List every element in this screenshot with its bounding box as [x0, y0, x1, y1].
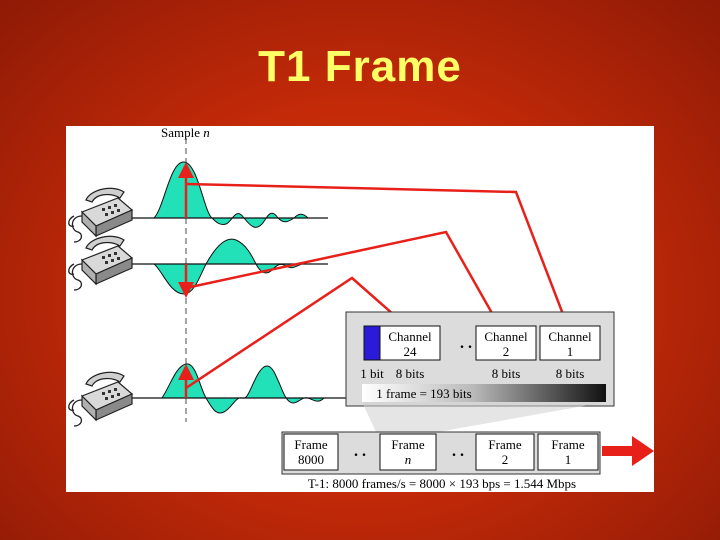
- telephone-icon: [68, 187, 133, 243]
- channel-24-label: Channel: [388, 329, 432, 344]
- channel-24-number: 24: [404, 344, 418, 359]
- frame-1-label: Frame: [551, 437, 584, 452]
- frames-ellipsis-1: . .: [354, 443, 366, 460]
- output-arrow-icon: [602, 436, 654, 466]
- t1-frame-figure: Sample n: [66, 126, 654, 492]
- channel-1-box: [539, 325, 601, 361]
- telephone-icon: [68, 371, 133, 427]
- frame-size-label: 1 frame = 193 bits: [376, 386, 471, 401]
- channel-2-box: [475, 325, 537, 361]
- framing-bit: [363, 325, 381, 361]
- frame-2-box: [475, 433, 535, 471]
- frame-8000-box: [283, 433, 339, 471]
- bit-label-framing: 1 bit: [360, 366, 384, 381]
- channel-2-number: 2: [503, 344, 510, 359]
- waveform-2: [128, 238, 328, 295]
- slide-title: T1 Frame: [258, 42, 462, 91]
- frame-expansion: [362, 402, 606, 432]
- rate-caption: T-1: 8000 frames/s = 8000 × 193 bps = 1.…: [308, 476, 576, 491]
- bit-label-ch2: 8 bits: [492, 366, 521, 381]
- telephone-icon: [68, 235, 133, 291]
- frames-ellipsis-2: . .: [452, 443, 464, 460]
- frame-n-number: n: [405, 452, 412, 467]
- frame-1-box: [537, 433, 599, 471]
- frame-n-box: [379, 433, 437, 471]
- bit-label-ch24: 8 bits: [396, 366, 425, 381]
- channel-1-number: 1: [567, 344, 574, 359]
- frame-8000-label: Frame: [294, 437, 327, 452]
- channel-1-label: Channel: [548, 329, 592, 344]
- sample-label: Sample n: [161, 126, 210, 140]
- sample-arrow-1: [178, 162, 194, 218]
- bit-label-ch1: 8 bits: [556, 366, 585, 381]
- channel-24-box: [379, 325, 441, 361]
- frame-1-number: 1: [565, 452, 572, 467]
- channel-frame: Channel 24 . . Channel 2 Channel 1 1 bit…: [345, 311, 615, 407]
- waveform-3: [128, 363, 356, 414]
- channel-ellipsis: . .: [460, 335, 472, 352]
- waveform-1: [128, 161, 328, 228]
- frame-n-label: Frame: [391, 437, 424, 452]
- frame-8000-number: 8000: [298, 452, 324, 467]
- frame-2-label: Frame: [488, 437, 521, 452]
- channel-2-label: Channel: [484, 329, 528, 344]
- frame-2-number: 2: [502, 452, 509, 467]
- frames-row: Frame 8000 . . Frame n . . Frame 2 Frame…: [281, 431, 601, 475]
